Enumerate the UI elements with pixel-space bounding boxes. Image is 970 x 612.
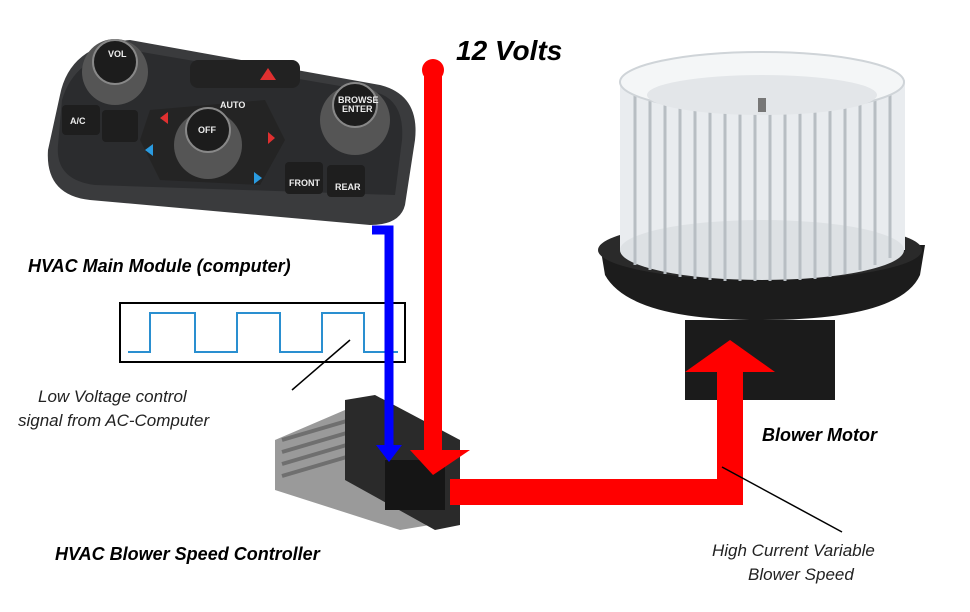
fan-knob: OFF	[174, 107, 242, 179]
controller-label: HVAC Blower Speed Controller	[55, 544, 321, 564]
volume-knob: VOL	[82, 39, 148, 105]
blower-motor-label: Blower Motor	[762, 425, 878, 445]
power-up-arrow-icon	[685, 340, 775, 372]
power-down-arrow-icon	[410, 450, 470, 475]
svg-text:BROWSE: BROWSE	[338, 95, 379, 105]
svg-text:OFF: OFF	[198, 125, 216, 135]
svg-text:VOL: VOL	[108, 49, 127, 59]
current-pointer-line	[721, 466, 843, 533]
svg-text:ENTER: ENTER	[342, 104, 373, 114]
svg-text:REAR: REAR	[335, 182, 361, 192]
svg-text:FRONT: FRONT	[289, 178, 320, 188]
browse-knob: BROWSE ENTER	[320, 82, 390, 155]
rear-defrost-button	[327, 165, 365, 197]
signal-pointer-line	[291, 339, 351, 391]
control-signal-waveform	[119, 302, 406, 363]
hvac-control-panel: VOL A/C AUTO OFF BROWSE ENTER FRONT REAR	[47, 39, 416, 225]
power-wire	[410, 59, 775, 505]
ac-button	[62, 105, 100, 135]
svg-text:AUTO: AUTO	[220, 100, 245, 110]
main-module-label: HVAC Main Module (computer)	[28, 256, 291, 276]
current-label-line2: Blower Speed	[748, 565, 854, 584]
voltage-label: 12 Volts	[456, 35, 562, 66]
signal-arrow-icon	[376, 445, 402, 462]
front-defrost-button	[285, 162, 323, 194]
current-label-line1: High Current Variable	[712, 541, 875, 560]
recirculation-button	[102, 110, 138, 142]
signal-wire	[372, 225, 402, 462]
svg-text:A/C: A/C	[70, 116, 86, 126]
hazard-icon	[260, 68, 276, 80]
signal-label-line2: signal from AC-Computer	[18, 411, 210, 430]
hazard-button	[190, 60, 300, 88]
signal-label-line1: Low Voltage control	[38, 387, 188, 406]
blower-motor-image	[598, 51, 925, 400]
